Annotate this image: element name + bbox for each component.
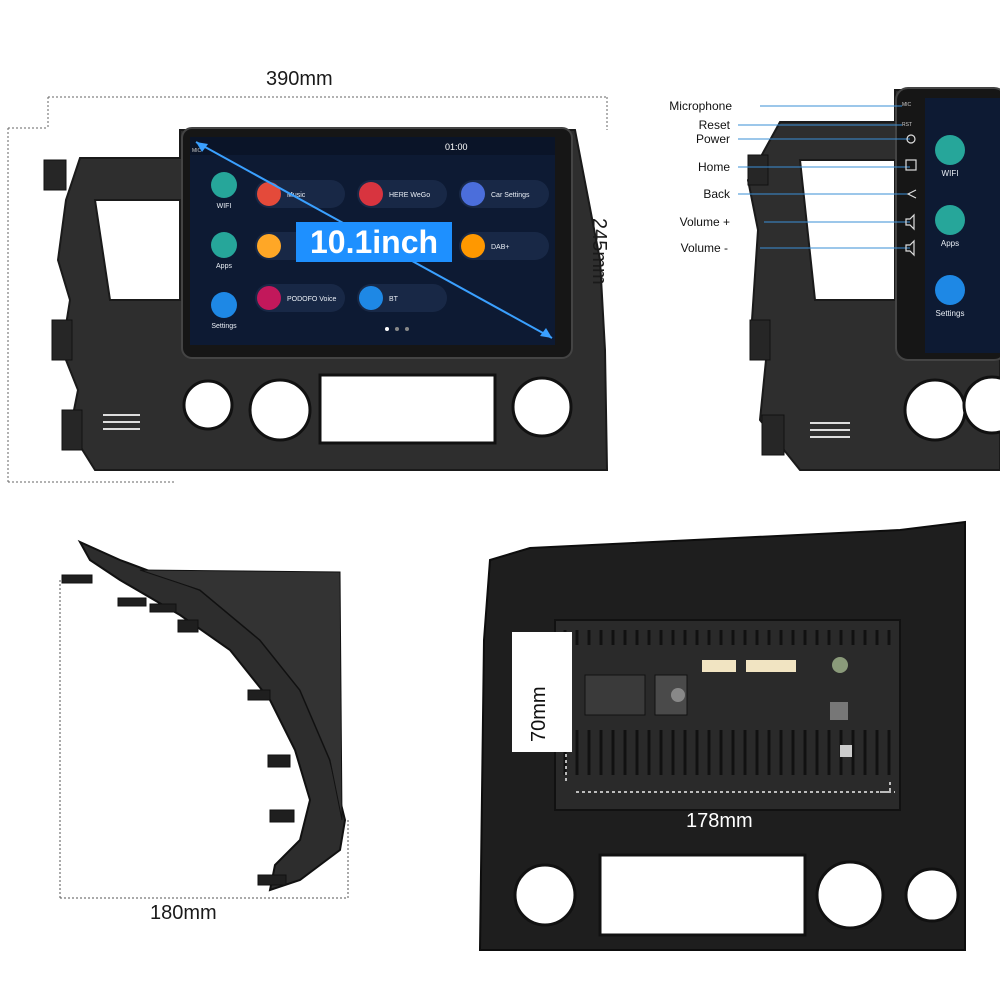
zoom-side-app-label: Settings xyxy=(936,309,965,318)
climate-opening xyxy=(318,373,497,445)
screen-size-badge xyxy=(296,222,452,262)
power-icon xyxy=(906,134,916,144)
side-app-label: Settings xyxy=(211,323,237,330)
depth-dimension-line xyxy=(59,580,349,899)
connector-blocks xyxy=(584,657,852,757)
callout-volume-down: Volume - xyxy=(680,241,728,255)
knob-opening-right xyxy=(511,376,573,438)
app-tile-label: DAB+ xyxy=(491,244,509,251)
car-icon xyxy=(461,182,485,206)
settings-hex-icon xyxy=(211,292,237,318)
side-app-label: WIFI xyxy=(217,203,232,210)
knob-opening-center xyxy=(248,378,312,442)
zoom-mic-tiny-label: MIC xyxy=(902,102,912,108)
app-tile-label: PODOFO Voice xyxy=(287,296,337,303)
home-icon xyxy=(905,159,917,171)
app-tile-voice-icon[interactable]: PODOFO Voice xyxy=(255,284,345,312)
volume-up-icon xyxy=(905,213,915,231)
callout-power: Power xyxy=(695,132,730,146)
apps-grid-icon xyxy=(211,232,237,258)
callout-lines xyxy=(738,105,910,249)
radio-icon xyxy=(257,234,281,258)
app-tile-dab-radio-icon[interactable]: DAB+ xyxy=(459,232,549,260)
zoom-side-app-settings-hex-icon[interactable]: Settings xyxy=(935,275,965,318)
voice-icon xyxy=(257,286,281,310)
climate-opening-rear xyxy=(598,853,807,937)
app-tile-label: HERE WeGo xyxy=(389,192,430,199)
wifi-icon xyxy=(935,135,965,165)
app-tile-label: BT xyxy=(389,296,399,303)
vent-grille xyxy=(103,414,140,430)
zoom-side-app-apps-grid-icon[interactable]: Apps xyxy=(935,205,965,248)
zoom-side-app-wifi-icon[interactable]: WIFI xyxy=(935,135,965,178)
navigation-icon xyxy=(359,182,383,206)
side-profile-drawing xyxy=(59,539,349,899)
rear-view-drawing xyxy=(478,520,966,951)
side-profile-panel: 180mm xyxy=(0,520,440,1000)
height-dimension-line xyxy=(7,127,175,483)
side-app-label: Apps xyxy=(216,263,232,270)
back-icon xyxy=(906,189,917,199)
status-time: 01:00 xyxy=(445,142,468,152)
app-tile-label: Car Settings xyxy=(491,192,530,199)
headphones-icon xyxy=(257,182,281,206)
callout-microphone: Microphone xyxy=(669,99,732,113)
side-app-wifi-icon[interactable]: WIFI xyxy=(211,172,237,210)
height-dimension-label: 245mm xyxy=(588,218,610,285)
app-tile-headphones-icon[interactable]: Music xyxy=(255,180,345,208)
app-tile-bluetooth-icon[interactable]: BT xyxy=(357,284,447,312)
app-tile-label: Music xyxy=(287,192,306,199)
callout-home: Home xyxy=(697,160,730,174)
depth-dimension-label: 180mm xyxy=(150,902,217,924)
callout-volume-up: Volume + xyxy=(679,215,730,229)
mic-tiny-label: MIC xyxy=(192,148,202,154)
opening-height-label: 70mm xyxy=(528,686,550,742)
dab-radio-icon xyxy=(461,234,485,258)
volume-down-icon xyxy=(905,239,915,257)
side-app-apps-grid-icon[interactable]: Apps xyxy=(211,232,237,270)
screen-size-label: 10.1inch xyxy=(309,224,439,260)
zoom-side-app-label: Apps xyxy=(941,239,959,248)
width-dimension-line xyxy=(47,96,608,130)
callout-reset: Reset xyxy=(698,118,730,132)
rear-view-panel: 70mm 178mm xyxy=(470,520,970,960)
zoom-rst-tiny-label: RST xyxy=(902,122,912,128)
app-tile-navigation-icon[interactable]: HERE WeGo xyxy=(357,180,447,208)
side-app-settings-hex-icon[interactable]: Settings xyxy=(211,292,237,330)
zoom-side-app-label: WIFI xyxy=(942,169,959,178)
app-tile-car-icon[interactable]: Car Settings xyxy=(459,180,549,208)
opening-width-label: 178mm xyxy=(686,810,753,832)
width-dimension-label: 390mm xyxy=(266,68,333,90)
apps-grid-icon xyxy=(935,205,965,235)
bluetooth-icon xyxy=(359,286,383,310)
wifi-icon xyxy=(211,172,237,198)
knob-opening-left xyxy=(182,379,234,431)
settings-hex-icon xyxy=(935,275,965,305)
callout-back: Back xyxy=(703,187,730,201)
